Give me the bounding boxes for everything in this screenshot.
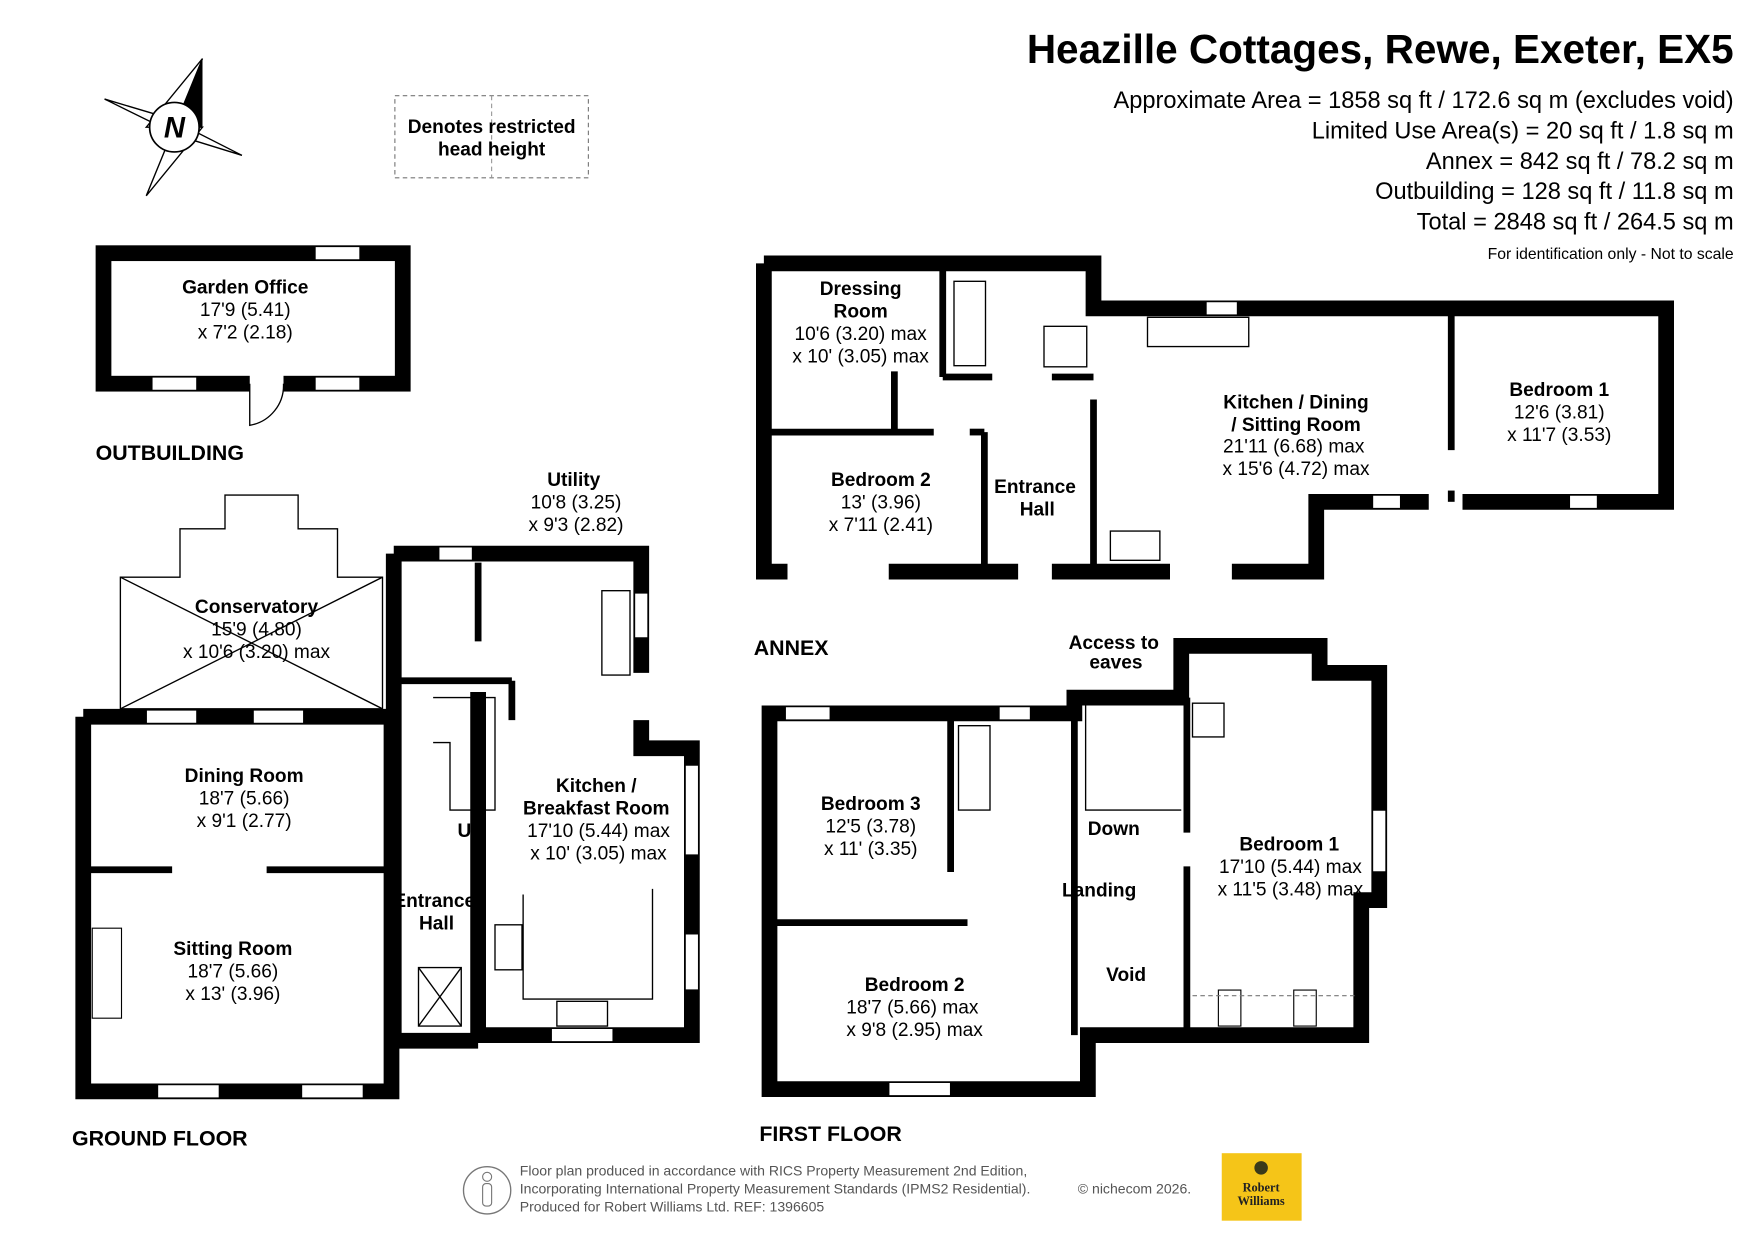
- outbuilding-plan: Garden Office 17'9 (5.41) x 7'2 (2.18): [95, 245, 411, 427]
- annex-bedroom-2-label: Bedroom 2: [831, 470, 931, 491]
- logo-text-2: Williams: [1238, 1194, 1285, 1208]
- annex-bedroom-2-dim-1: 13' (3.96): [841, 493, 921, 514]
- dressing-room-dim-2: x 10' (3.05) max: [792, 346, 929, 367]
- garden-office-dim-2: x 7'2 (2.18): [198, 323, 293, 344]
- kitchen-label: Kitchen /: [556, 776, 637, 797]
- dining-room-dim-1: 18'7 (5.66): [199, 788, 290, 809]
- conservatory-dim-1: 15'9 (4.80): [211, 620, 302, 641]
- floor-label-ground: GROUND FLOOR: [72, 1126, 248, 1150]
- access-to-eaves-label: Access to: [1069, 633, 1159, 654]
- access-to-eaves-label-2: eaves: [1089, 652, 1142, 673]
- bedroom-1-label: Bedroom 1: [1239, 835, 1339, 856]
- floor-label-first: FIRST FLOOR: [759, 1122, 901, 1146]
- footer-line-1: Floor plan produced in accordance with R…: [520, 1163, 1028, 1179]
- annex-kitchen-dim-1: 21'11 (6.68) max: [1223, 436, 1365, 457]
- first-floor-plan: Access to eaves Bedroom 3 12'5 (3.78) x …: [761, 633, 1388, 1097]
- footer-copyright: © nichecom 2026.: [1078, 1181, 1191, 1197]
- conservatory-dim-2: x 10'6 (3.20) max: [183, 642, 330, 663]
- dining-room-label: Dining Room: [185, 766, 304, 787]
- footer-line-2: Incorporating International Property Mea…: [520, 1181, 1031, 1197]
- footer-line-3: Produced for Robert Williams Ltd. REF: 1…: [520, 1199, 825, 1215]
- compass-north-letter: N: [164, 112, 186, 144]
- ipms-person-icon: [462, 1166, 512, 1215]
- void-label: Void: [1106, 965, 1146, 986]
- landing-label: Landing: [1062, 881, 1136, 902]
- area-approximate: Approximate Area = 1858 sq ft / 172.6 sq…: [1114, 88, 1734, 114]
- stairs-up-label: Up: [458, 821, 483, 842]
- sitting-room-dim-2: x 13' (3.96): [185, 984, 280, 1005]
- area-limited-use: Limited Use Area(s) = 20 sq ft / 1.8 sq …: [1312, 118, 1734, 144]
- robert-williams-logo: Robert Williams: [1221, 1153, 1302, 1221]
- dressing-room-label: Dressing: [820, 279, 902, 300]
- conservatory-label: Conservatory: [195, 597, 319, 618]
- bedroom-3-dim-2: x 11' (3.35): [824, 839, 918, 860]
- kitchen-dim-1: 17'10 (5.44) max: [527, 821, 670, 842]
- disclaimer: For identification only - Not to scale: [1488, 246, 1734, 263]
- dining-room-dim-2: x 9'1 (2.77): [197, 811, 292, 832]
- kitchen-label-2: Breakfast Room: [523, 799, 670, 820]
- area-annex: Annex = 842 sq ft / 78.2 sq m: [1426, 149, 1734, 175]
- legend-line-2: head height: [438, 139, 546, 160]
- utility-dim-2: x 9'3 (2.82): [529, 515, 624, 536]
- bedroom-1-dim-2: x 11'5 (3.48) max: [1218, 880, 1364, 901]
- area-outbuilding: Outbuilding = 128 sq ft / 11.8 sq m: [1375, 179, 1734, 205]
- sitting-room-label: Sitting Room: [173, 939, 292, 960]
- ground-floor-plan: Conservatory 15'9 (4.80) x 10'6 (3.20) m…: [75, 470, 700, 1100]
- property-title: Heazille Cottages, Rewe, Exeter, EX5: [1027, 26, 1734, 72]
- legend-line-1: Denotes restricted: [408, 117, 576, 138]
- compass-icon: N: [104, 58, 243, 197]
- kitchen-dim-2: x 10' (3.05) max: [530, 844, 667, 865]
- annex-plan: Dressing Room 10'6 (3.20) max x 10' (3.0…: [756, 255, 1674, 580]
- annex-bedroom-1-dim-2: x 11'7 (3.53): [1507, 425, 1611, 446]
- annex-entrance-hall-label-2: Hall: [1020, 499, 1055, 520]
- floor-label-outbuilding: OUTBUILDING: [96, 441, 244, 465]
- annex-bedroom-1-dim-1: 12'6 (3.81): [1514, 403, 1605, 424]
- floor-label-annex: ANNEX: [754, 636, 830, 660]
- restricted-height-legend: Denotes restricted head height: [394, 95, 589, 179]
- dressing-room-label-2: Room: [834, 301, 888, 322]
- annex-entrance-hall-label: Entrance: [994, 477, 1076, 498]
- utility-label: Utility: [547, 470, 600, 491]
- annex-bedroom-1-label: Bedroom 1: [1509, 380, 1609, 401]
- garden-office-label: Garden Office: [182, 278, 308, 299]
- bedroom-2-dim-2: x 9'8 (2.95) max: [846, 1020, 983, 1041]
- annex-kitchen-label-2: / Sitting Room: [1231, 415, 1361, 436]
- annex-kitchen-dim-2: x 15'6 (4.72) max: [1222, 459, 1369, 480]
- bedroom-3-dim-1: 12'5 (3.78): [825, 817, 916, 838]
- annex-bedroom-2-dim-2: x 7'11 (2.41): [829, 515, 933, 536]
- entrance-hall-label: Entrance: [393, 891, 475, 912]
- sitting-room-dim-1: 18'7 (5.66): [187, 962, 278, 983]
- stairs-down-label: Down: [1088, 819, 1140, 840]
- garden-office-dim-1: 17'9 (5.41): [200, 300, 291, 321]
- bedroom-2-label: Bedroom 2: [865, 975, 965, 996]
- entrance-hall-label-2: Hall: [419, 913, 454, 934]
- bedroom-3-label: Bedroom 3: [821, 794, 921, 815]
- bedroom-2-dim-1: 18'7 (5.66) max: [846, 998, 979, 1019]
- area-total: Total = 2848 sq ft / 264.5 sq m: [1417, 210, 1734, 236]
- dressing-room-dim-1: 10'6 (3.20) max: [795, 324, 928, 345]
- annex-kitchen-label: Kitchen / Dining: [1223, 392, 1368, 413]
- bedroom-1-dim-1: 17'10 (5.44) max: [1219, 857, 1362, 878]
- logo-text-1: Robert: [1243, 1180, 1281, 1194]
- utility-dim-1: 10'8 (3.25): [531, 493, 622, 514]
